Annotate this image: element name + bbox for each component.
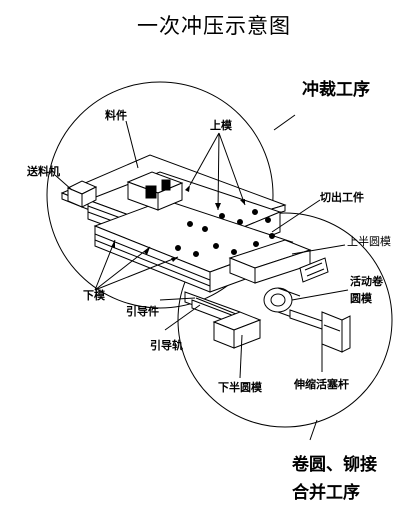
upper-half-die-label: 上半圆模: [347, 235, 391, 248]
guide-part-label: 引导件: [126, 305, 159, 318]
upper-die-label: 上模: [210, 119, 232, 132]
cut-out-label: 切出工件: [320, 191, 364, 204]
punch-block-right: [157, 182, 183, 211]
punching-process-circle: [46, 81, 274, 309]
lower-die-label: 下模: [83, 289, 105, 302]
piston-cylinder: [321, 311, 343, 353]
active-roll-label-line2: 圆模: [350, 292, 372, 305]
rolling-process-circle: [177, 212, 393, 428]
punching-process-label: 冲裁工序: [302, 80, 370, 100]
lower-half-die-label: 下半圆模: [218, 381, 262, 394]
guide-rail-label: 引导轨: [150, 339, 183, 352]
rolling-process-label-line1: 卷圆、铆接: [292, 455, 377, 475]
feeder-label: 送料机: [27, 165, 60, 178]
active-roll-label-line1: 活动卷: [350, 275, 383, 288]
material-label: 料件: [105, 109, 127, 122]
piston-rod: [289, 309, 326, 331]
rolling-process-label-line2: 合并工序: [292, 483, 360, 503]
feeder-side: [81, 186, 97, 208]
piston-rod-label: 伸缩活塞杆: [294, 378, 349, 391]
diagram-title: 一次冲压示意图: [137, 14, 291, 38]
